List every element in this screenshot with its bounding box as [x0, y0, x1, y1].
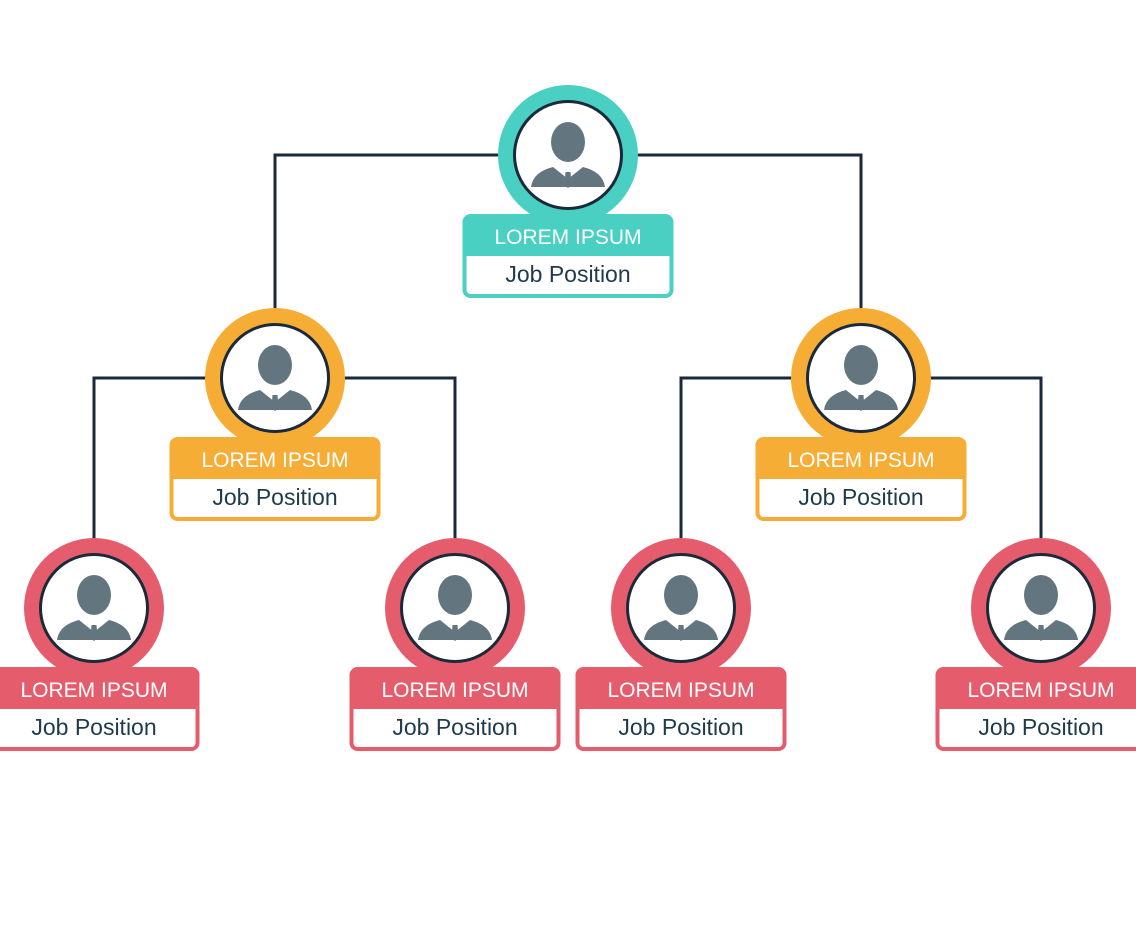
connector-ceo-to-manager-left: [273, 153, 568, 378]
person-in-suit-icon: [1004, 575, 1078, 641]
node-role: Job Position: [212, 484, 337, 510]
node-role: Job Position: [798, 484, 923, 510]
org-node-staff-3[interactable]: LOREM IPSUM Job Position: [575, 538, 787, 751]
node-name: LOREM IPSUM: [607, 679, 754, 702]
node-card-header: [577, 669, 785, 709]
node-name: LOREM IPSUM: [20, 679, 167, 702]
node-role: Job Position: [505, 261, 630, 287]
node-name: LOREM IPSUM: [201, 449, 348, 472]
org-node-staff-1[interactable]: LOREM IPSUM Job Position: [0, 538, 200, 751]
node-card-header: [757, 439, 965, 479]
node-card-header: [0, 669, 198, 709]
node-role: Job Position: [618, 714, 743, 740]
org-node-manager-left[interactable]: LOREM IPSUM Job Position: [169, 308, 381, 521]
connector-ceo-to-manager-right: [568, 153, 863, 378]
node-card-header: [171, 439, 379, 479]
node-name: LOREM IPSUM: [494, 226, 641, 249]
org-node-ceo[interactable]: LOREM IPSUM Job Position: [462, 85, 674, 298]
org-node-staff-4[interactable]: LOREM IPSUM Job Position: [935, 538, 1136, 751]
node-card-header: [937, 669, 1136, 709]
node-role: Job Position: [31, 714, 156, 740]
node-role: Job Position: [978, 714, 1103, 740]
person-in-suit-icon: [644, 575, 718, 641]
node-card-header: [351, 669, 559, 709]
person-in-suit-icon: [824, 345, 898, 411]
org-node-manager-right[interactable]: LOREM IPSUM Job Position: [755, 308, 967, 521]
node-card-header: [464, 216, 672, 256]
org-node-staff-2[interactable]: LOREM IPSUM Job Position: [349, 538, 561, 751]
node-role: Job Position: [392, 714, 517, 740]
person-in-suit-icon: [418, 575, 492, 641]
node-name: LOREM IPSUM: [967, 679, 1114, 702]
node-name: LOREM IPSUM: [381, 679, 528, 702]
person-in-suit-icon: [531, 122, 605, 188]
person-in-suit-icon: [57, 575, 131, 641]
person-in-suit-icon: [238, 345, 312, 411]
node-name: LOREM IPSUM: [787, 449, 934, 472]
